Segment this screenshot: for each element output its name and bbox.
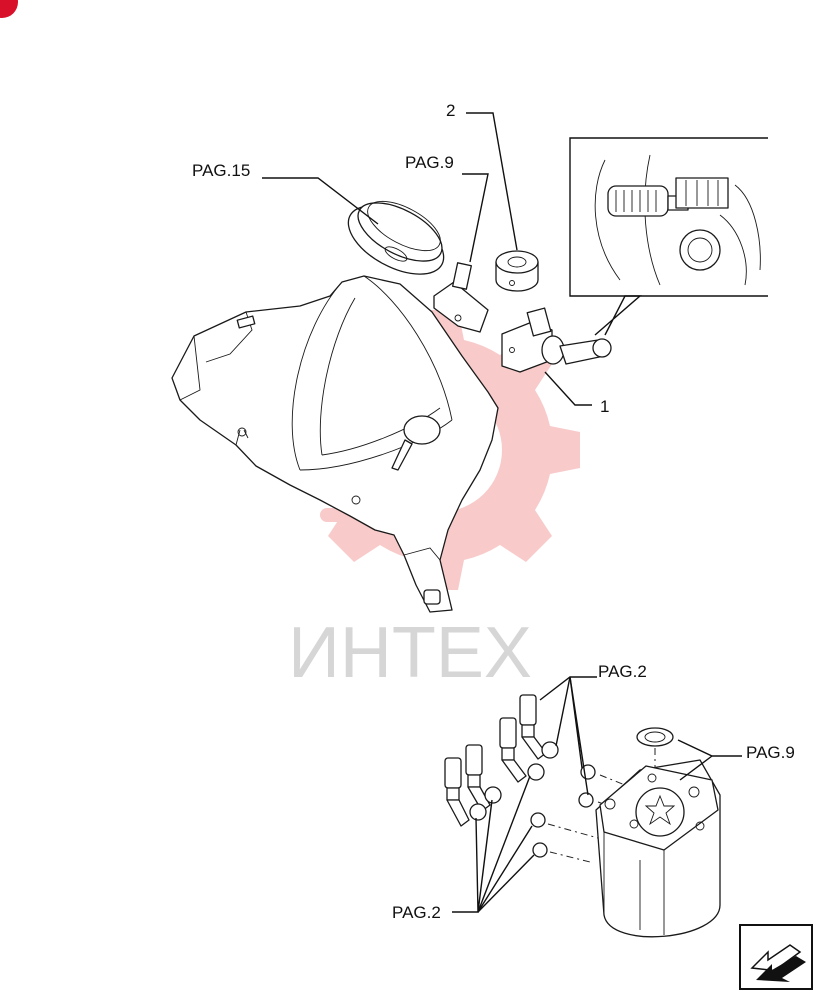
ref-pag15: PAG.15 [192,161,250,180]
corner-badge-icon [0,0,18,18]
watermark-text: ИНТЕХ [288,613,532,693]
part-1-switch [501,307,612,373]
next-page-arrow-icon[interactable] [739,924,813,990]
hydraulic-fittings [444,694,596,858]
callout-part-2: 2 [446,101,455,120]
detail-inset [569,137,768,336]
ref-pag9-top: PAG.9 [405,153,454,172]
pag15-cap [347,200,445,275]
ref-pag2-top: PAG.2 [598,662,647,681]
ref-pag9-bottom: PAG.9 [746,743,795,762]
callout-part-1: 1 [600,397,609,416]
ref-pag2-bottom: PAG.2 [392,903,441,922]
steering-unit [595,727,721,938]
part-2-nut [495,250,539,292]
connector-block [433,262,489,333]
steering-column-cover [171,275,499,613]
